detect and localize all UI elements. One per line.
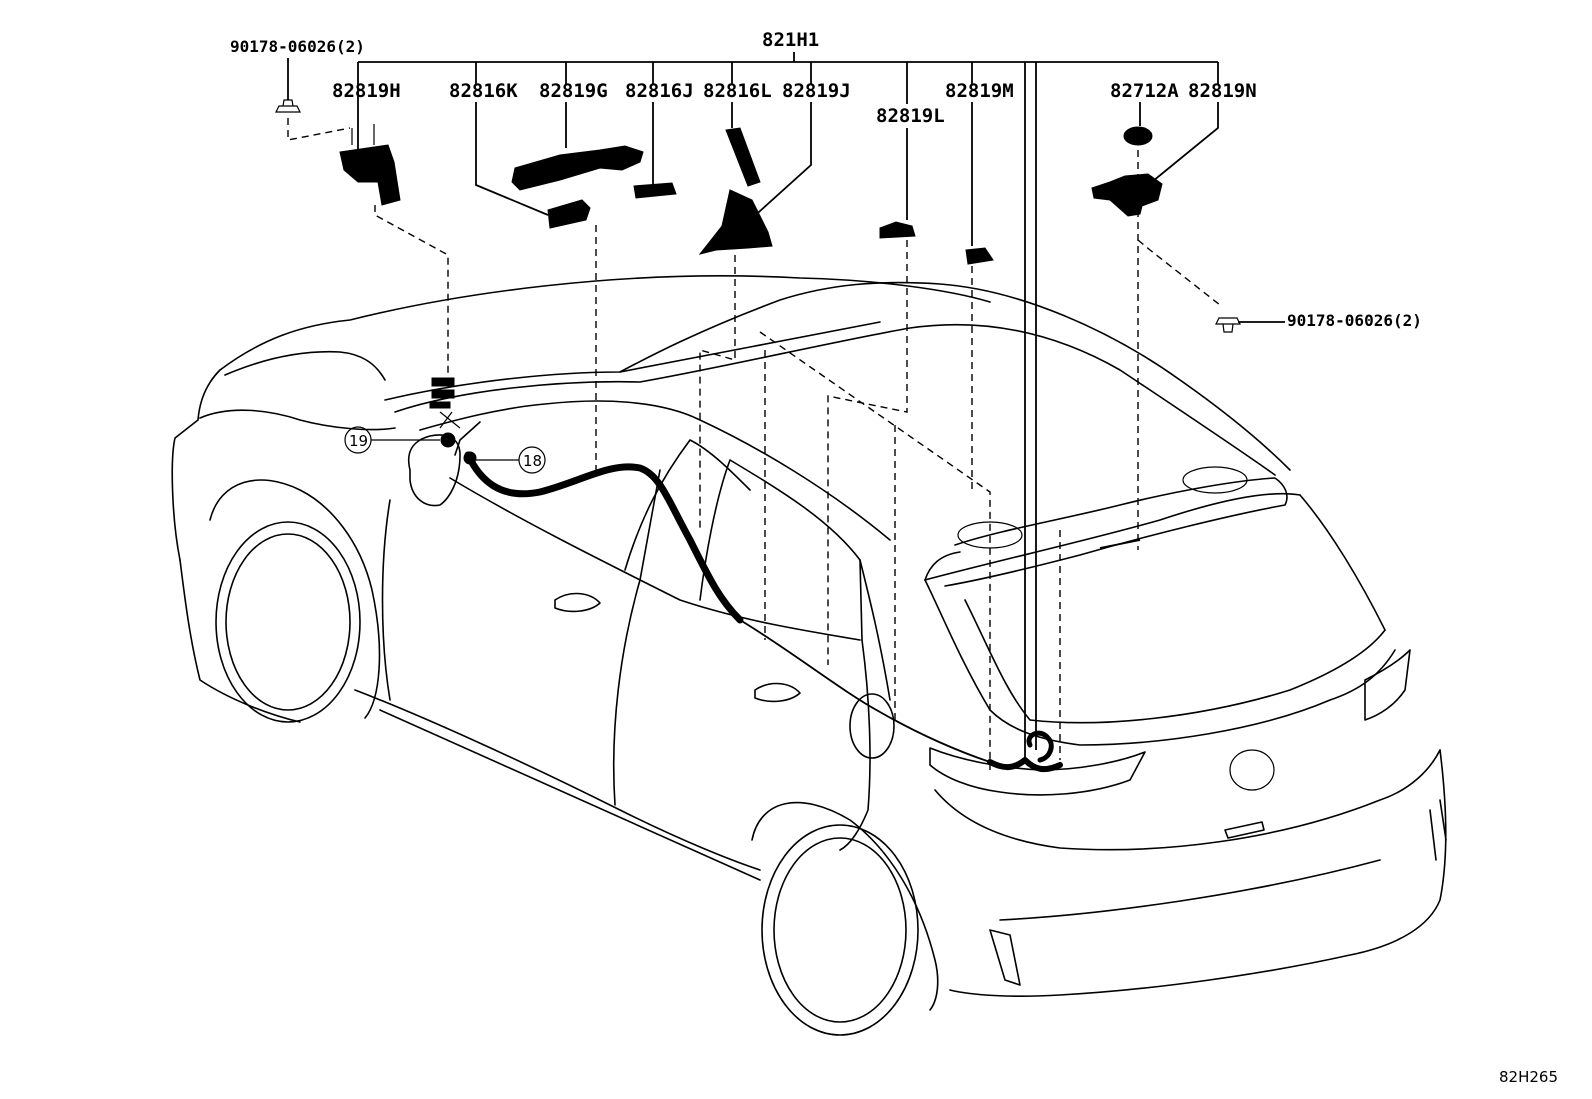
label-82819H: 82819H [332, 80, 401, 102]
svg-text:19: 19 [349, 432, 368, 450]
leader-lines [287, 52, 1285, 760]
label-82819M: 82819M [945, 80, 1014, 102]
part-82816L-clip [725, 127, 761, 187]
label-82816L: 82816L [703, 80, 772, 102]
car-body-outline [171, 275, 1447, 1036]
part-82819N-bracket [1091, 173, 1163, 217]
label-82819L: 82819L [876, 105, 945, 127]
label-main-harness: 821H1 [762, 29, 819, 51]
callout-19: 19 [344, 426, 440, 454]
label-82816K: 82816K [449, 80, 518, 102]
diagram-id: 82H265 [1499, 1068, 1558, 1086]
label-82819J: 82819J [782, 80, 851, 102]
part-82819L-connector [879, 221, 916, 239]
part-82819J-protector [698, 189, 773, 255]
label-82816J: 82816J [625, 80, 694, 102]
harness-connector-front [429, 377, 477, 465]
wire-harness-821H1 [464, 451, 1141, 773]
part-82816K-clamp [547, 199, 591, 229]
bolt-right-icon [1215, 317, 1241, 333]
svg-text:18: 18 [523, 452, 542, 470]
label-82819G: 82819G [539, 80, 608, 102]
callout-18: 18 [476, 446, 546, 474]
installation-lines [287, 118, 1221, 770]
part-82712A-grommet [1123, 126, 1153, 146]
part-82819H-connector [339, 124, 401, 206]
label-82712A: 82712A [1110, 80, 1179, 102]
part-82816J-clip [633, 182, 677, 199]
label-82819N: 82819N [1188, 80, 1257, 102]
label-bolt-top-left: 90178-06026(2) [230, 37, 365, 56]
bolt-top-left-icon [275, 99, 301, 113]
part-82819G-protector [511, 145, 644, 191]
part-82819M-connector [965, 247, 994, 265]
label-bolt-right: 90178-06026(2) [1287, 311, 1422, 330]
